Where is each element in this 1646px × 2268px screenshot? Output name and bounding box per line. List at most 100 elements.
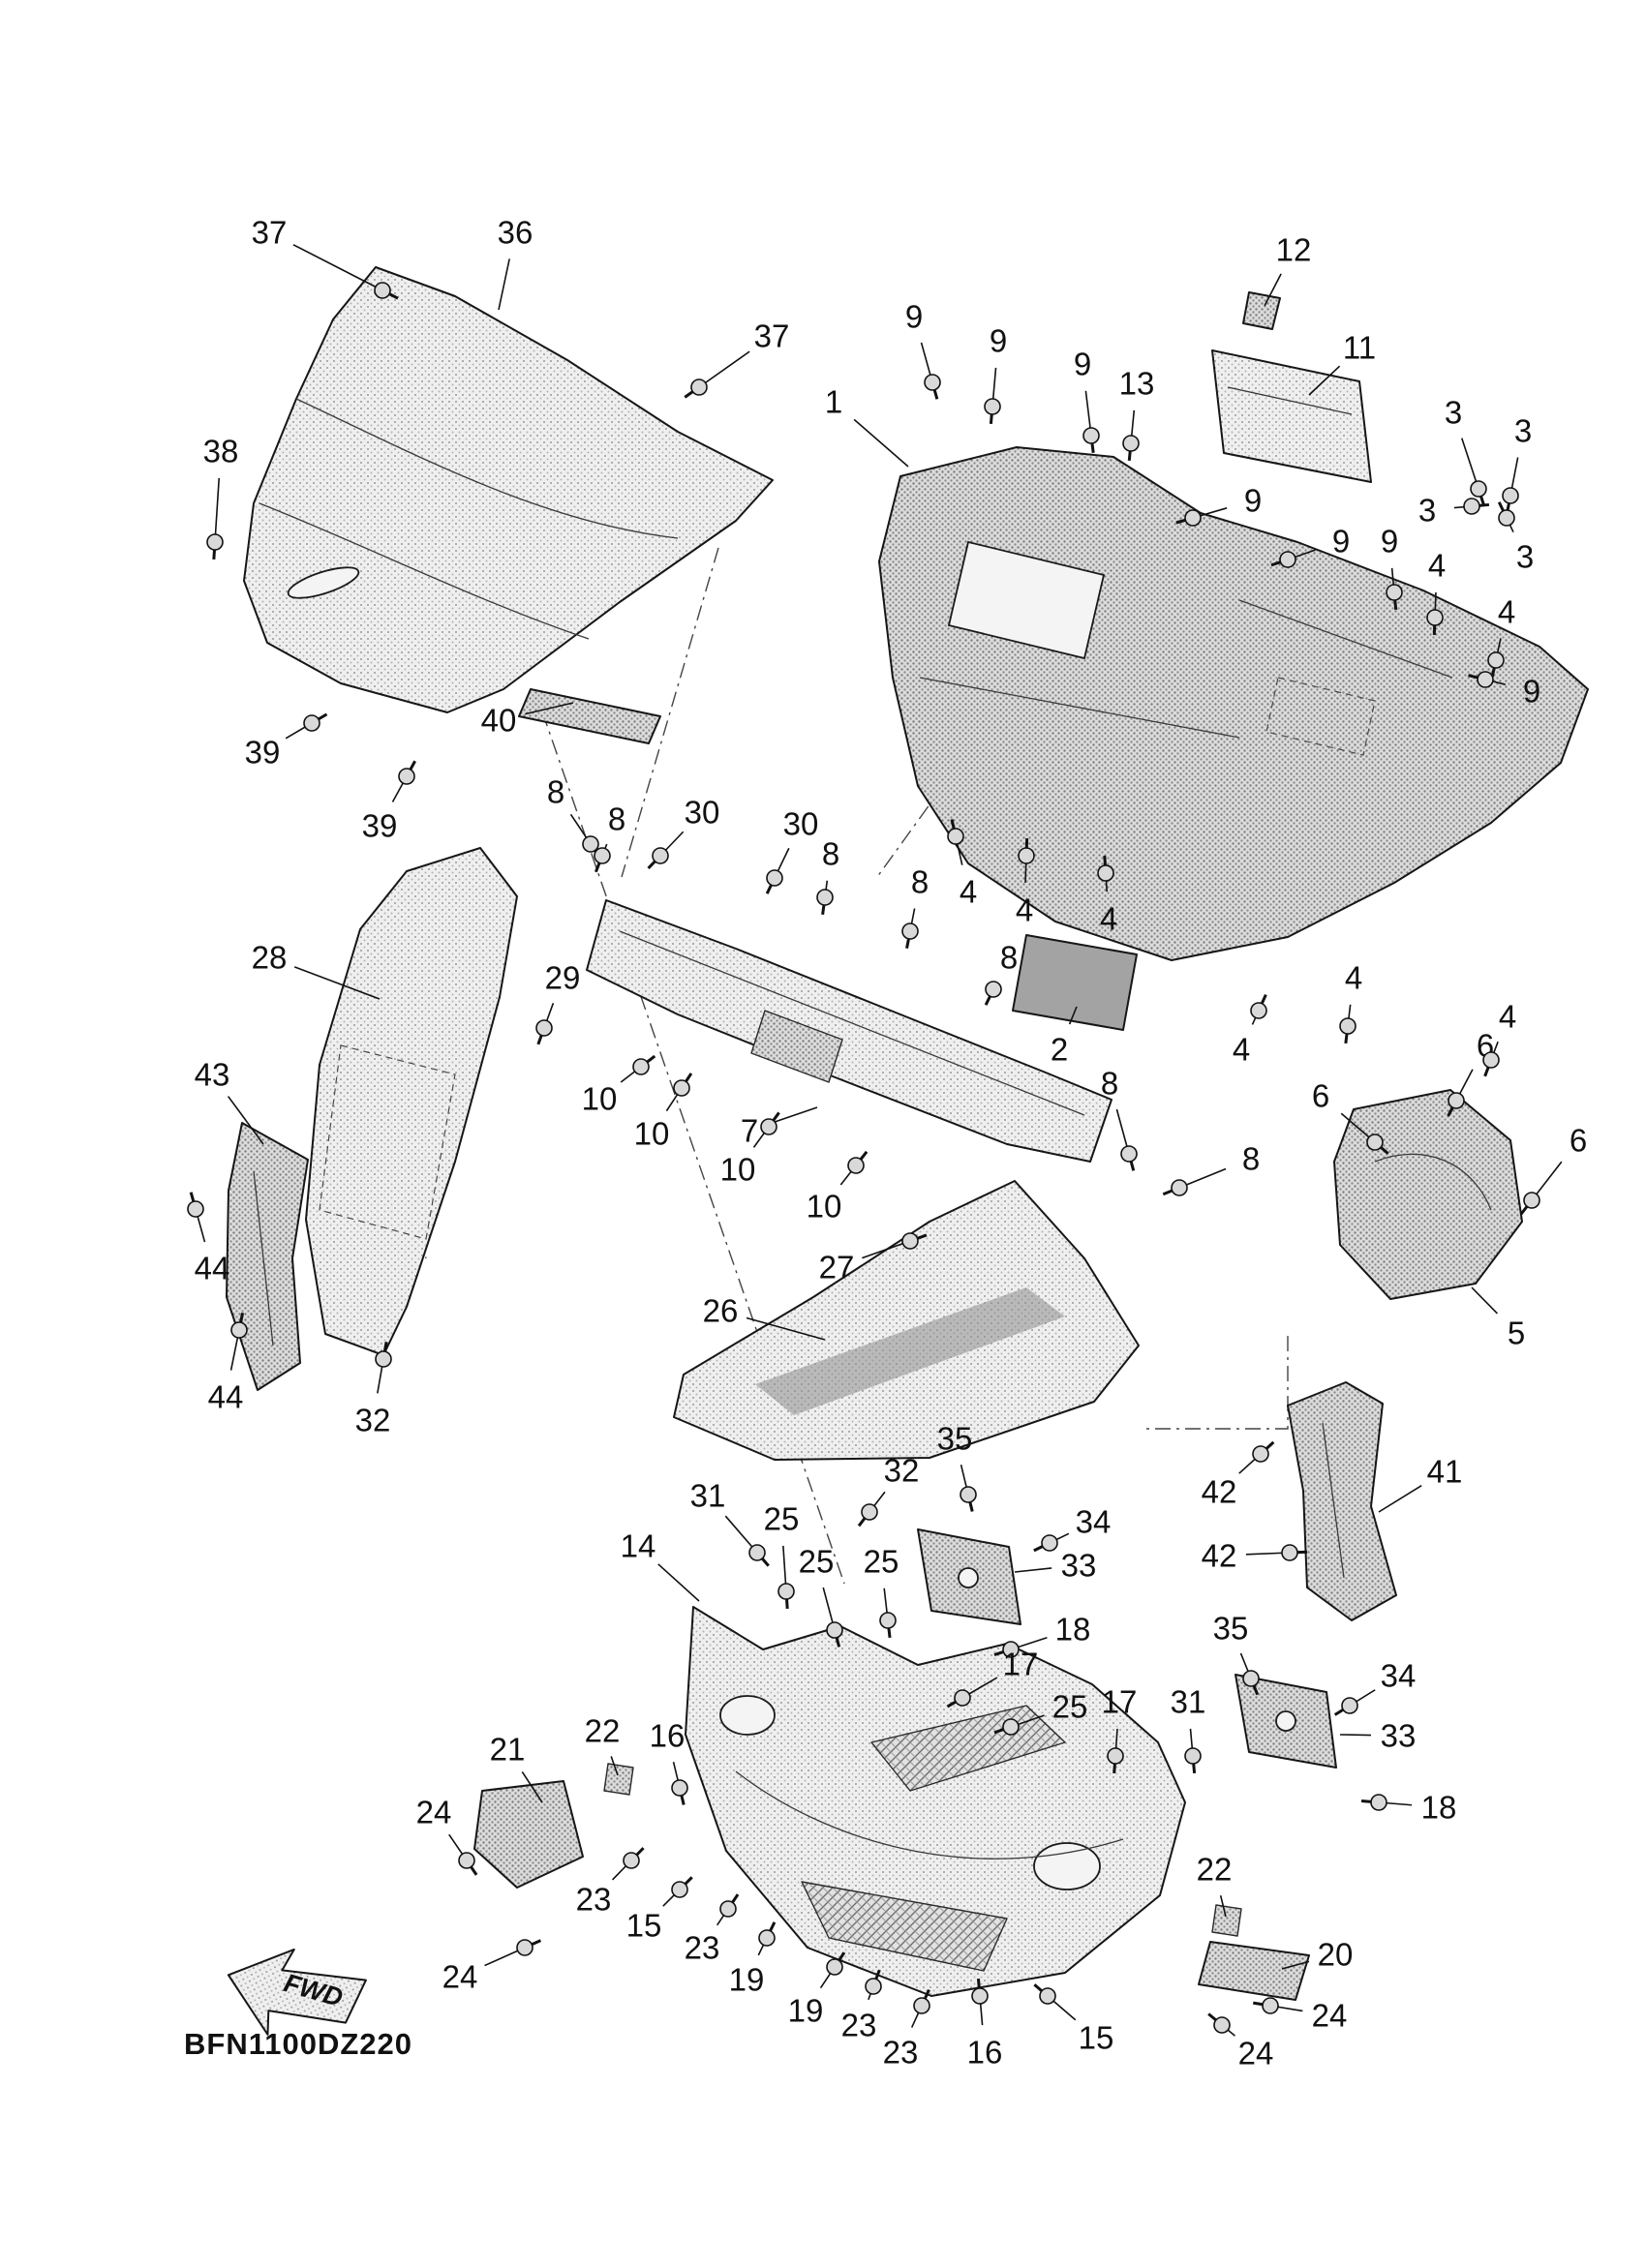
- callout-label: 25: [864, 1544, 899, 1580]
- leader-line: [227, 1096, 264, 1145]
- screw-icon: [901, 1232, 928, 1250]
- screw-icon: [971, 1978, 989, 2005]
- part-14-headlight-hole-right: [1033, 1842, 1101, 1890]
- screw-icon: [765, 869, 783, 894]
- screw-icon: [760, 1111, 780, 1135]
- part-36-crease-line: [295, 398, 679, 539]
- callout-label: 23: [685, 1930, 720, 1966]
- part-5-bracket: [1333, 1089, 1523, 1300]
- screw-icon: [1497, 501, 1515, 527]
- callout-label: 34: [1381, 1658, 1417, 1694]
- part-36-hood-panel: [243, 266, 774, 713]
- part-26-shadow-streak: [755, 1287, 1065, 1415]
- part-36-vent-slot: [287, 566, 360, 599]
- screw-icon: [984, 398, 1001, 425]
- callout-label: 18: [1055, 1612, 1091, 1648]
- parts-layer: [226, 266, 1589, 2001]
- callout-label: 35: [937, 1421, 973, 1457]
- callout-label: 32: [355, 1403, 391, 1438]
- screw-icon: [1426, 609, 1444, 636]
- screw-icon: [1333, 1697, 1358, 1716]
- callout-label: 23: [841, 2008, 877, 2043]
- screw-icon: [673, 1073, 693, 1097]
- callout-label: 35: [1213, 1611, 1249, 1647]
- callout-label: 25: [1052, 1689, 1088, 1725]
- screw-icon: [946, 1689, 971, 1709]
- callout-label: 8: [1101, 1066, 1118, 1102]
- callout-label: 24: [1312, 1998, 1348, 2034]
- screw-icon: [1366, 1134, 1389, 1155]
- screw-icon: [960, 1486, 977, 1512]
- callout-label: 39: [245, 735, 281, 771]
- callout-label: 31: [1171, 1684, 1206, 1720]
- screw-icon: [647, 847, 669, 870]
- callout-label: 8: [822, 836, 839, 872]
- part-36-crease-line-2: [259, 502, 590, 640]
- callout-label: 10: [582, 1081, 618, 1117]
- part-1-detail-line: [919, 677, 1240, 739]
- fwd-arrow-shape: [227, 1948, 367, 2036]
- callout-label: 2: [1051, 1032, 1068, 1068]
- leader-line: [498, 258, 510, 311]
- part-11-detail-line: [1227, 386, 1353, 415]
- callout-label: 10: [634, 1116, 670, 1152]
- screw-icon: [1386, 584, 1403, 611]
- leader-line: [293, 966, 381, 1000]
- part-41-detail-line: [1322, 1422, 1345, 1579]
- screw-icon: [516, 1939, 542, 1956]
- callout-label: 12: [1276, 232, 1312, 268]
- leader-line: [853, 418, 909, 468]
- screw-icon: [1468, 671, 1494, 688]
- part-12-bracket: [1242, 291, 1281, 330]
- callout-label: 14: [621, 1528, 656, 1564]
- part-14-grille-mesh-lower: [801, 1881, 1008, 1972]
- callout-label: 33: [1381, 1718, 1417, 1754]
- screw-icon: [1250, 993, 1267, 1019]
- screw-icon: [1252, 1440, 1275, 1463]
- leader-line: [1219, 1895, 1227, 1918]
- leader-line: [775, 1106, 818, 1123]
- part-5-detail-line: [1374, 1153, 1492, 1211]
- callout-label: 24: [442, 1959, 478, 1995]
- callout-label: 30: [685, 795, 720, 831]
- callout-label: 9: [990, 323, 1007, 359]
- screw-icon: [857, 1503, 878, 1527]
- screw-icon: [594, 847, 611, 873]
- part-1-dash-assembly: [878, 446, 1589, 961]
- callout-label: 42: [1202, 1474, 1237, 1510]
- screw-icon: [206, 533, 224, 560]
- screw-icon: [1175, 509, 1202, 527]
- callout-label: 16: [650, 1718, 686, 1754]
- screw-icon: [1502, 487, 1519, 513]
- callout-label: 4: [1345, 960, 1362, 996]
- callout-label: 17: [1102, 1684, 1138, 1720]
- callout-label: 38: [203, 434, 239, 469]
- callout-label: 4: [1233, 1032, 1250, 1068]
- screw-icon: [1033, 1983, 1056, 2005]
- part-20-bracket: [1198, 1941, 1310, 2001]
- screw-icon: [1470, 480, 1487, 506]
- screw-icon: [535, 1019, 553, 1045]
- callout-label: 22: [585, 1713, 621, 1749]
- callout-label: 32: [884, 1453, 920, 1489]
- callout-label: 39: [362, 808, 398, 844]
- screw-icon: [816, 889, 834, 916]
- screw-icon: [1360, 1794, 1387, 1811]
- screw-icon: [1033, 1534, 1058, 1553]
- callout-label: 41: [1427, 1454, 1463, 1490]
- callout-label: 29: [545, 960, 581, 996]
- callout-label: 26: [703, 1293, 739, 1329]
- screw-icon: [1447, 1092, 1465, 1117]
- screw-icon: [879, 1612, 897, 1639]
- screw-icon: [901, 922, 919, 949]
- callout-label: 9: [1244, 483, 1262, 519]
- callout-label: 37: [252, 215, 288, 251]
- screw-icon: [826, 1951, 846, 1976]
- leader-line: [610, 1756, 619, 1776]
- leader-line: [1471, 1286, 1498, 1315]
- callout-label: 36: [498, 215, 533, 251]
- screw-icon: [671, 1779, 688, 1805]
- callout-label: 19: [788, 1993, 824, 2029]
- screw-icon: [375, 1342, 392, 1368]
- screw-icon: [1082, 427, 1100, 454]
